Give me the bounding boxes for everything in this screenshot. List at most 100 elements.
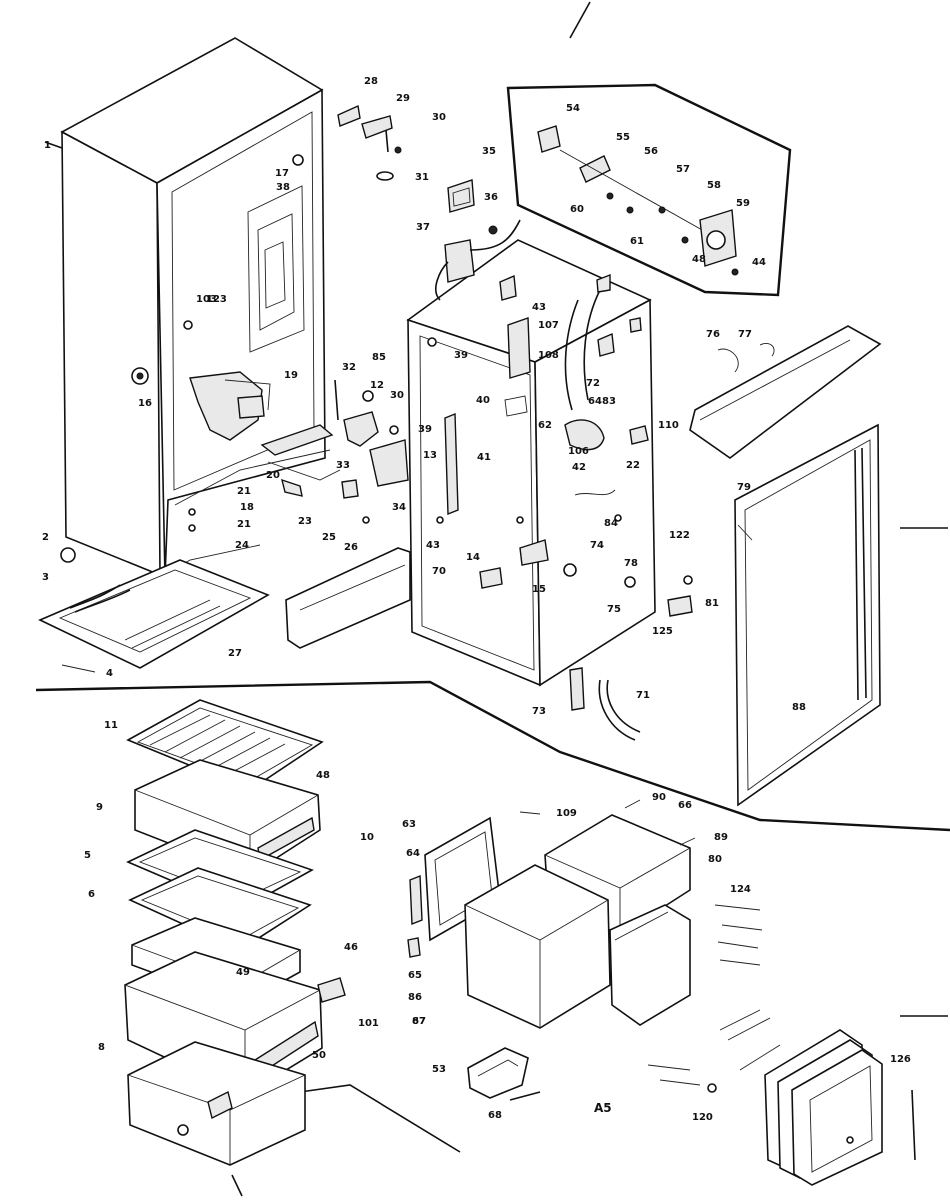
label-14: 14 [466, 552, 480, 563]
label-41: 41 [477, 452, 491, 463]
label-90: 90 [652, 792, 666, 803]
label-5: 5 [84, 850, 91, 861]
label-120: 120 [692, 1112, 713, 1123]
label-70: 70 [432, 566, 446, 577]
label-17: 17 [275, 168, 289, 179]
label-3: 3 [42, 572, 49, 583]
top-hinge-parts [337, 104, 402, 181]
label-58: 58 [707, 180, 721, 191]
label-16: 16 [138, 398, 152, 409]
label-56: 56 [644, 146, 658, 157]
label-48b: 48 [692, 254, 706, 265]
label-64: 64 [588, 396, 602, 407]
label-15: 15 [532, 584, 546, 595]
label-24: 24 [235, 540, 249, 551]
label-78: 78 [624, 558, 638, 569]
label-10: 10 [360, 832, 374, 843]
label-83: 83 [602, 396, 616, 407]
bottom-hardware [188, 379, 409, 532]
label-46: 46 [344, 942, 358, 953]
label-9: 9 [96, 802, 103, 813]
label-39b: 39 [418, 424, 432, 435]
label-101: 101 [358, 1018, 379, 1029]
label-27: 27 [228, 648, 242, 659]
label-44: 44 [752, 257, 766, 268]
label-110: 110 [658, 420, 679, 431]
label-103: 103 [196, 294, 217, 305]
label-71: 71 [636, 690, 650, 701]
label-19: 19 [284, 370, 298, 381]
label-86: 86 [408, 992, 422, 1003]
label-42: 42 [572, 462, 586, 473]
label-59: 59 [736, 198, 750, 209]
label-62: 62 [538, 420, 552, 431]
label-89: 89 [714, 832, 728, 843]
label-30: 30 [432, 112, 446, 123]
label-75: 75 [607, 604, 621, 615]
label-38: 38 [276, 182, 290, 193]
label-A5: A5 [594, 1101, 612, 1115]
label-76: 76 [706, 329, 720, 340]
label-73: 73 [532, 706, 546, 717]
ice-compartment-parts [407, 799, 696, 1101]
liner-box [406, 179, 693, 741]
label-72: 72 [586, 378, 600, 389]
part-labels: 1 2 3 4 5 6 8 9 10 11 12 13 14 15 16 17 … [42, 76, 911, 1123]
label-4: 4 [106, 668, 113, 679]
label-81: 81 [705, 598, 719, 609]
label-54: 54 [566, 103, 580, 114]
label-22: 22 [626, 460, 640, 471]
label-39: 39 [454, 350, 468, 361]
label-30b: 30 [390, 390, 404, 401]
label-74: 74 [590, 540, 604, 551]
label-13: 13 [423, 450, 437, 461]
label-43: 43 [532, 302, 546, 313]
label-25: 25 [322, 532, 336, 543]
door-assembly-parts [647, 904, 916, 1186]
label-88: 88 [792, 702, 806, 713]
toe-grille [285, 547, 411, 649]
label-2: 2 [42, 532, 49, 543]
label-18: 18 [240, 502, 254, 513]
label-34: 34 [392, 502, 406, 513]
label-40: 40 [476, 395, 490, 406]
label-107: 107 [538, 320, 559, 331]
label-60: 60 [570, 204, 584, 215]
label-108: 108 [538, 350, 559, 361]
label-36: 36 [484, 192, 498, 203]
control-panel-inset [506, 83, 792, 297]
label-66: 66 [678, 800, 692, 811]
label-49: 49 [236, 967, 250, 978]
label-125: 125 [652, 626, 673, 637]
label-32: 32 [342, 362, 356, 373]
label-8: 8 [98, 1042, 105, 1053]
label-37: 37 [416, 222, 430, 233]
label-126: 126 [890, 1054, 911, 1065]
crisper-stack [124, 699, 346, 1166]
label-1: 1 [44, 140, 51, 151]
label-53: 53 [432, 1064, 446, 1075]
door-panel [734, 423, 881, 807]
label-79: 79 [737, 482, 751, 493]
label-84: 84 [604, 518, 618, 529]
label-23: 23 [298, 516, 312, 527]
label-67: 67 [412, 1016, 426, 1027]
label-21b: 21 [237, 519, 251, 530]
label-65: 65 [408, 970, 422, 981]
label-57: 57 [676, 164, 690, 175]
label-48: 48 [316, 770, 330, 781]
label-6: 6 [88, 889, 95, 900]
cabinet-shell [38, 37, 331, 673]
label-21: 21 [237, 486, 251, 497]
label-68: 68 [488, 1110, 502, 1121]
label-29: 29 [396, 93, 410, 104]
label-85: 85 [372, 352, 386, 363]
door-trim-bar [689, 325, 882, 459]
label-35: 35 [482, 146, 496, 157]
label-61: 61 [630, 236, 644, 247]
label-122: 122 [669, 530, 690, 541]
label-26: 26 [344, 542, 358, 553]
label-87: 87 [412, 1016, 426, 1027]
label-124: 124 [730, 884, 751, 895]
